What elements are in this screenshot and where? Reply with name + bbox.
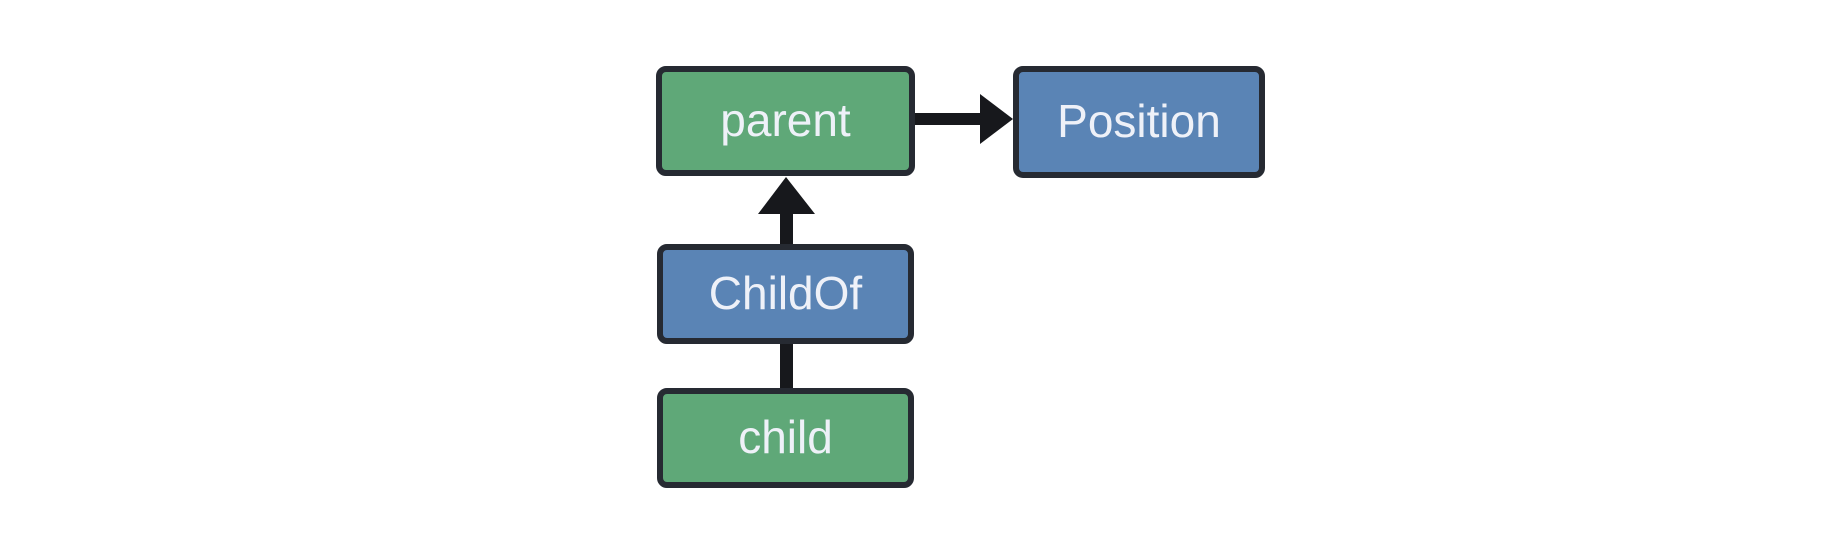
node-childof-label: ChildOf: [708, 267, 863, 319]
edge-parent-position-shaft: [913, 113, 985, 125]
node-child-label: child: [738, 411, 833, 463]
edge-child-childof-line: [780, 340, 793, 392]
node-position-label: Position: [1057, 95, 1221, 147]
node-childof: ChildOf: [657, 244, 914, 344]
edge-parent-position-arrowhead: [980, 94, 1013, 144]
edge-childof-parent-arrowhead: [758, 177, 815, 214]
node-position: Position: [1013, 66, 1265, 178]
edge-childof-parent-shaft: [780, 212, 793, 248]
node-child: child: [657, 388, 914, 488]
node-parent-label: parent: [720, 94, 851, 146]
node-parent: parent: [656, 66, 915, 176]
